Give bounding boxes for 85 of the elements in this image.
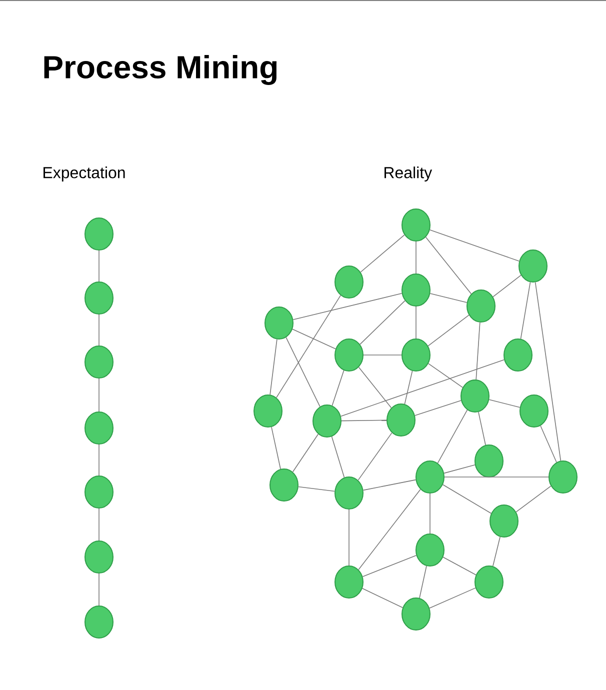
- connector-line: [520, 282, 531, 340]
- circle-node: [334, 338, 364, 372]
- connector-line: [414, 400, 462, 416]
- circle-node: [264, 306, 294, 340]
- connector-line: [292, 434, 319, 472]
- connector-line: [331, 436, 345, 478]
- connector-line: [444, 476, 549, 478]
- circle-node: [402, 598, 430, 630]
- connector-line: [444, 464, 476, 474]
- connector-line: [358, 432, 392, 481]
- connector-line: [429, 229, 520, 262]
- connector-line: [362, 588, 404, 608]
- circle-node: [254, 394, 282, 428]
- circle-node: [416, 534, 444, 566]
- circle-node: [334, 476, 364, 510]
- connector-line: [425, 236, 472, 294]
- connector-line: [492, 536, 500, 567]
- connector-line: [516, 486, 552, 512]
- connector-line: [286, 337, 320, 407]
- connector-line: [298, 486, 335, 492]
- circle-node: [548, 460, 578, 494]
- connector-line: [332, 370, 344, 406]
- circle-node: [84, 412, 114, 444]
- connector-line: [419, 566, 427, 598]
- circle-node: [402, 208, 430, 242]
- connector-line: [362, 479, 416, 491]
- connector-line: [271, 426, 281, 470]
- connector-line: [428, 314, 470, 346]
- circle-node: [334, 266, 364, 298]
- connector-line: [292, 328, 336, 350]
- circle-node: [474, 444, 504, 478]
- circle-node: [312, 404, 342, 438]
- circle-node: [386, 404, 416, 436]
- connector-line: [363, 354, 402, 356]
- connector-line: [98, 444, 100, 476]
- circle-node: [460, 380, 490, 412]
- connector-line: [358, 366, 392, 408]
- connector-line: [360, 234, 405, 273]
- circle-node: [402, 274, 430, 306]
- circle-node: [84, 606, 114, 638]
- connector-line: [98, 378, 100, 412]
- circle-node: [334, 566, 364, 598]
- connector-line: [488, 399, 520, 408]
- connector-line: [358, 489, 421, 570]
- circle-node: [84, 282, 114, 314]
- circle-node: [474, 566, 504, 598]
- connector-line: [341, 420, 387, 422]
- connector-line: [437, 410, 468, 464]
- connector-line: [478, 412, 486, 446]
- connector-line: [442, 484, 492, 514]
- circle-node: [518, 250, 548, 282]
- connector-line: [340, 359, 505, 417]
- circle-node: [84, 218, 114, 250]
- connector-line: [98, 314, 100, 346]
- connector-line: [98, 573, 100, 606]
- connector-line: [360, 300, 406, 345]
- connector-line: [492, 274, 522, 298]
- circle-node: [416, 460, 444, 494]
- connector-line: [270, 338, 278, 396]
- circle-node: [490, 504, 518, 538]
- connector-line: [404, 370, 413, 404]
- connector-line: [292, 293, 402, 320]
- section-heading: Expectation: [44, 166, 125, 182]
- circle-node: [504, 338, 532, 372]
- connector-line: [362, 555, 417, 577]
- circle-node: [270, 468, 298, 502]
- connector-line: [430, 293, 468, 303]
- connector-line: [428, 363, 464, 388]
- circle-node: [84, 346, 114, 378]
- connector-line: [540, 425, 557, 463]
- connector-line: [348, 509, 350, 566]
- circle-node: [402, 338, 430, 372]
- connector-line: [98, 250, 100, 282]
- section-heading: Reality: [384, 166, 432, 182]
- circle-node: [520, 394, 548, 428]
- circle-node: [84, 540, 114, 574]
- circle-node: [466, 290, 496, 322]
- circle-node: [84, 476, 114, 508]
- connector-line: [276, 295, 341, 398]
- title: Process Mining: [44, 55, 277, 85]
- connector-line: [442, 556, 476, 576]
- connector-line: [534, 282, 562, 462]
- connector-line: [429, 588, 476, 608]
- connector-line: [476, 322, 480, 380]
- connector-line: [98, 508, 100, 541]
